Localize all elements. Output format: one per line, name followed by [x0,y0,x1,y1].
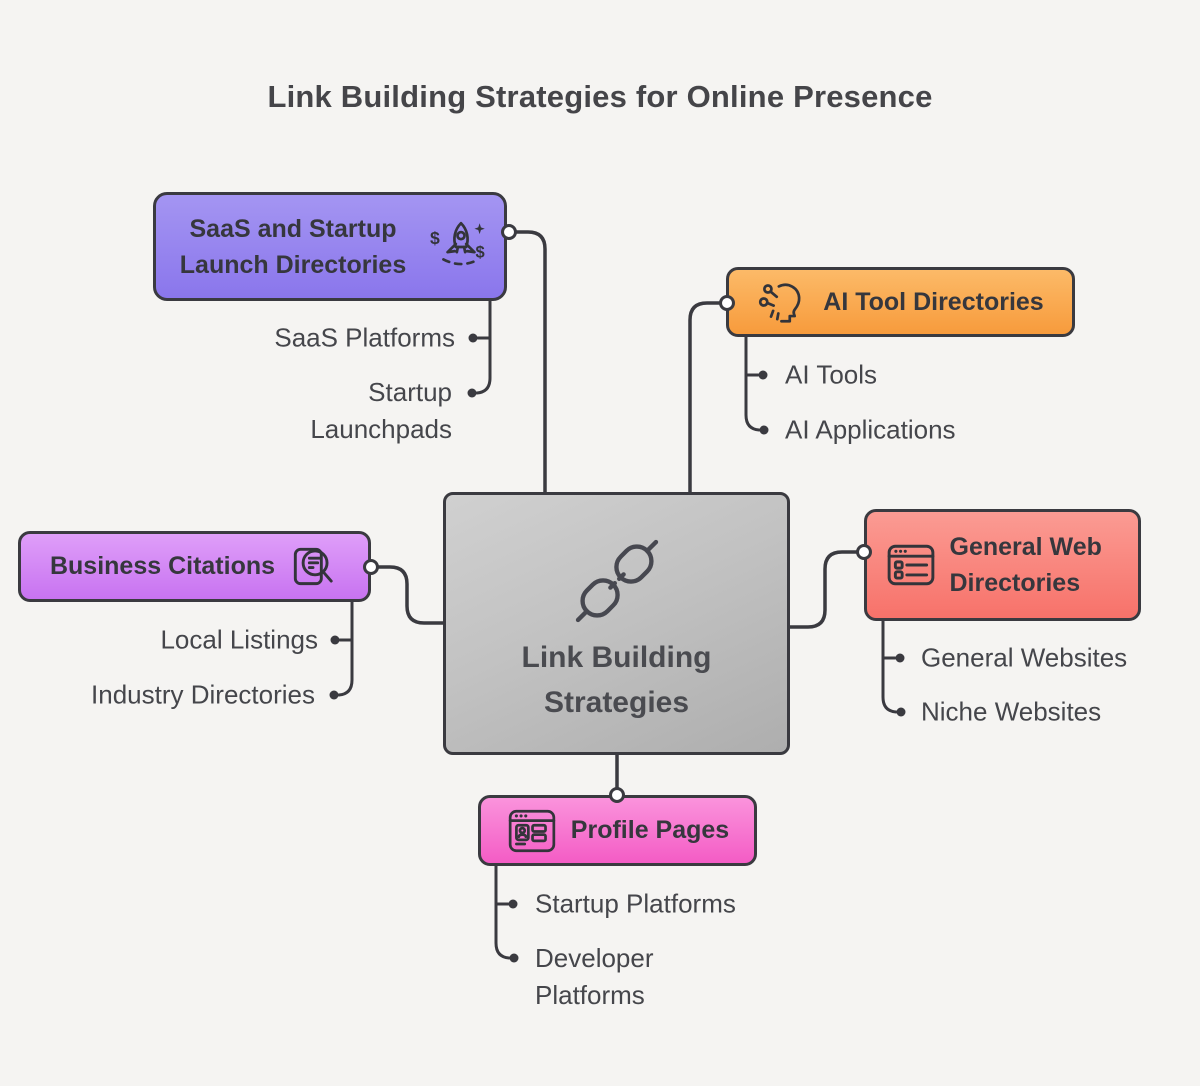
center-node-label: Link Building Strategies [521,640,712,719]
node-profile-pages: Profile Pages [478,795,757,866]
saas-node-label: SaaS and Startup Launch Directories [179,214,407,279]
ai-head-icon [757,278,809,326]
child-niche-websites: Niche Websites [921,696,1102,727]
child-industry-directories: Industry Directories [91,679,315,710]
business-node-label: Business Citations [49,552,276,580]
general-node-label: General Web Directories [949,533,1102,597]
branch-general-children [881,619,898,714]
connector-business-center [369,565,448,625]
child-startup-launchpads: Startup Launchpads [310,377,452,444]
connector-center-general [786,550,866,629]
svg-text:$: $ [430,227,440,247]
chain-link-icon [565,529,669,633]
child-ai-applications: AI Applications [785,414,956,445]
node-ai-tool-directories: AI Tool Directories [726,267,1075,337]
profile-node-label: Profile Pages [570,816,730,844]
child-developer-platforms: Developer Platforms [535,943,654,1010]
child-startup-platforms: Startup Platforms [535,888,736,919]
branch-saas-children [475,299,492,395]
browser-list-icon [886,543,936,587]
rocket-money-icon: $ $ [430,216,492,278]
branch-ai-children [744,335,761,432]
diagram-title: Link Building Strategies for Online Pres… [267,79,933,114]
branch-business-children [337,600,354,697]
child-general-websites: General Websites [921,642,1128,673]
child-saas-platforms: SaaS Platforms [274,322,455,353]
connector-ai-center [688,301,729,497]
node-business-citations: Business Citations [18,531,371,602]
branch-profile-children [494,864,511,960]
node-saas-launch-directories: SaaS and Startup Launch Directories $ $ [153,192,507,301]
document-search-icon [287,542,339,592]
connector-saas-center [507,230,547,497]
profile-card-icon [506,807,558,855]
ai-node-label: AI Tool Directories [823,287,1044,316]
child-local-listings: Local Listings [160,624,318,655]
svg-text:$: $ [475,242,484,261]
node-link-building-strategies: Link Building Strategies [443,492,790,755]
node-general-web-directories: General Web Directories [864,509,1141,621]
child-ai-tools: AI Tools [785,359,878,390]
